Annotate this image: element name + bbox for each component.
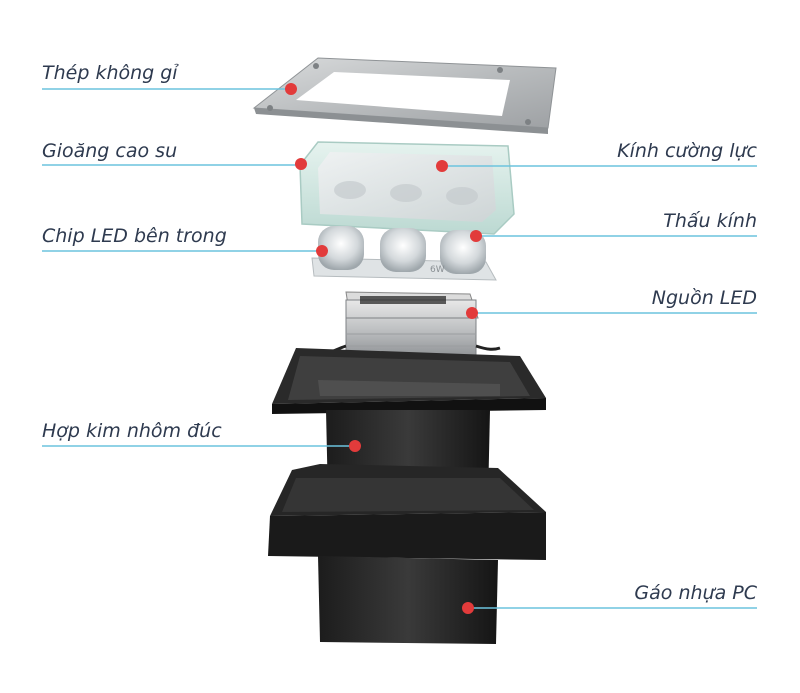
label-rubber-gasket: Gioăng cao su xyxy=(42,140,178,162)
marker-pc-plastic-box xyxy=(462,602,474,614)
label-tempered-glass: Kính cường lực xyxy=(617,140,757,162)
marker-led-driver xyxy=(466,307,478,319)
marker-led-chip xyxy=(316,245,328,257)
pc-plastic-box xyxy=(268,464,546,644)
marker-tempered-glass xyxy=(436,160,448,172)
led-board-lenses: 6W xyxy=(311,226,497,281)
marker-stainless-steel xyxy=(285,83,297,95)
marker-dots xyxy=(285,83,482,614)
marker-lens xyxy=(470,230,482,242)
label-lens: Thấu kính xyxy=(663,210,757,232)
label-pc-plastic-box: Gáo nhựa PC xyxy=(634,582,757,604)
leader-lines xyxy=(42,88,757,609)
marker-die-cast-aluminum xyxy=(349,440,361,452)
label-stainless-steel: Thép không gỉ xyxy=(42,62,178,84)
stainless-steel-frame xyxy=(252,57,557,134)
label-led-driver: Nguồn LED xyxy=(651,287,757,309)
label-die-cast-aluminum: Hợp kim nhôm đúc xyxy=(42,420,222,442)
led-driver xyxy=(325,291,501,359)
marker-rubber-gasket xyxy=(295,158,307,170)
label-led-chip: Chip LED bên trong xyxy=(42,225,227,247)
gasket-glass-assembly xyxy=(299,141,515,235)
pcb-marking: 6W xyxy=(430,265,445,275)
